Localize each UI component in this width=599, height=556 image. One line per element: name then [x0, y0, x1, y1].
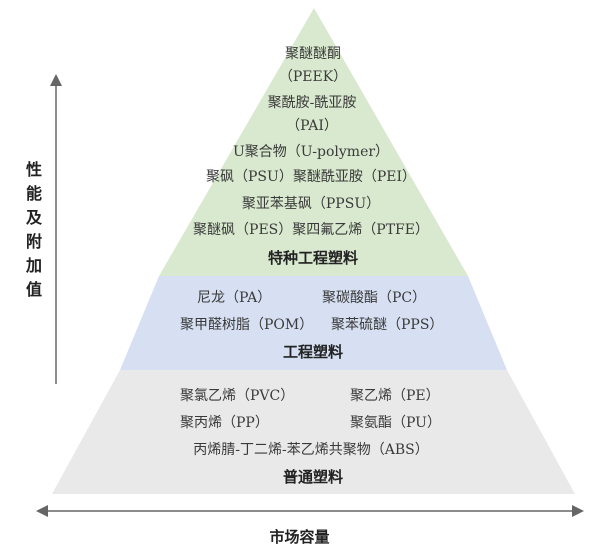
- special-tier-heading: 特种工程塑料: [267, 249, 359, 267]
- engineering-tier: [120, 276, 507, 370]
- special-tier: [159, 8, 468, 276]
- engineering-tier-heading: 工程塑料: [282, 343, 344, 361]
- x-axis-label: 市场容量: [269, 528, 330, 546]
- special-item-ppsu: 聚亚苯基砜（PPSU）: [241, 196, 381, 212]
- special-item-pai-abbr: （PAI）: [286, 118, 338, 134]
- engineering-item-pom: 聚甲醛树脂（POM）: [180, 317, 314, 333]
- general-item-abs: 丙烯腈-丁二烯-苯乙烯共聚物（ABS）: [193, 442, 429, 458]
- general-item-pp: 聚丙烯（PP）: [180, 415, 269, 431]
- engineering-item-pps: 聚苯硫醚（PPS）: [331, 317, 444, 333]
- engineering-item-pa: 尼龙（PA）: [197, 290, 272, 306]
- general-item-pvc: 聚氯乙烯（PVC）: [180, 388, 295, 404]
- special-item-pai-name: 聚酰胺-酰亚胺: [267, 95, 357, 111]
- general-item-pe: 聚乙烯（PE）: [350, 388, 440, 404]
- general-tier-heading: 普通塑料: [282, 468, 344, 486]
- special-item-peek-name: 聚醚醚酮: [285, 46, 341, 62]
- y-axis-label: 性能及附加值: [25, 160, 42, 299]
- special-item-u-polymer: U聚合物（U-polymer）: [232, 144, 390, 160]
- engineering-item-pc: 聚碳酸酯（PC）: [322, 290, 427, 306]
- special-item-psu-pei: 聚砜（PSU）聚醚酰亚胺（PEI）: [206, 169, 416, 185]
- general-tier: [52, 370, 575, 494]
- special-item-pes-ptfe: 聚醚砜（PES）聚四氟乙烯（PTFE）: [193, 222, 429, 238]
- special-item-peek-abbr: （PEEK）: [278, 69, 348, 85]
- general-item-pu: 聚氨酯（PU）: [350, 415, 441, 431]
